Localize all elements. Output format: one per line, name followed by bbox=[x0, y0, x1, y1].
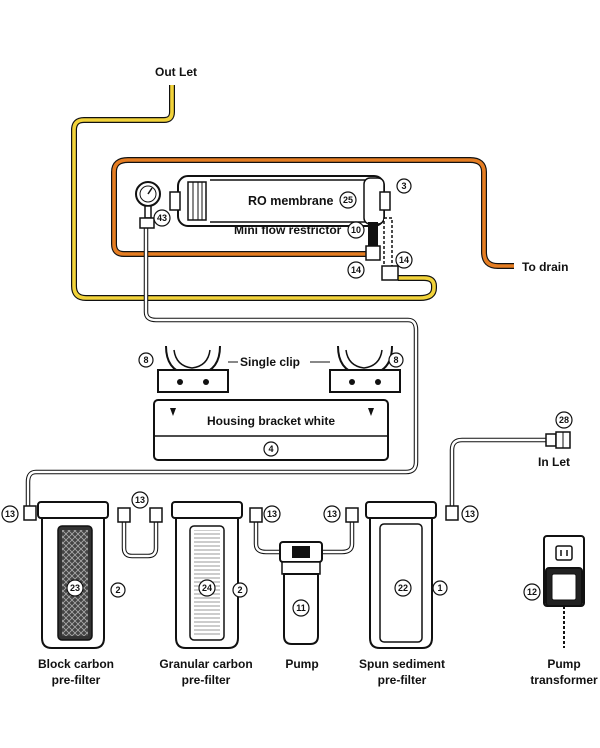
svg-text:14: 14 bbox=[399, 255, 409, 265]
outlet-tube bbox=[71, 85, 437, 301]
svg-text:22: 22 bbox=[398, 583, 408, 593]
inlet-tube bbox=[449, 437, 548, 508]
svg-text:12: 12 bbox=[527, 587, 537, 597]
feed-tube bbox=[25, 228, 419, 508]
label-granular-carbon-2: pre-filter bbox=[182, 673, 231, 687]
callout-filter-granular: 24 bbox=[198, 579, 216, 597]
label-outlet: Out Let bbox=[155, 65, 197, 79]
callout-fitting-right-outer: 13 bbox=[461, 505, 479, 523]
svg-text:13: 13 bbox=[267, 509, 277, 519]
callout-clip-left: 8 bbox=[138, 352, 154, 368]
pump-transformer bbox=[545, 567, 583, 648]
fitting-right-outer bbox=[445, 505, 459, 521]
callout-filter-spun: 22 bbox=[394, 579, 412, 597]
svg-text:3: 3 bbox=[401, 181, 406, 191]
svg-text:2: 2 bbox=[115, 585, 120, 595]
callout-housing-granular: 2 bbox=[232, 582, 248, 598]
drain-tube bbox=[111, 157, 514, 269]
label-granular-carbon-1: Granular carbon bbox=[159, 657, 252, 671]
callout-bracket: 4 bbox=[263, 441, 279, 457]
callout-transformer: 12 bbox=[523, 583, 541, 601]
housing-bracket bbox=[153, 399, 389, 461]
tube-to-pump bbox=[253, 522, 280, 555]
label-housing-bracket: Housing bracket white bbox=[207, 414, 335, 428]
callout-restrictor: 10 bbox=[347, 221, 365, 239]
svg-text:10: 10 bbox=[351, 225, 361, 235]
svg-text:2: 2 bbox=[237, 585, 242, 595]
callout-gauge: 43 bbox=[153, 209, 171, 227]
callout-fitting-left-outer: 13 bbox=[1, 505, 19, 523]
callout-ro-cap: 3 bbox=[396, 178, 412, 194]
svg-text:11: 11 bbox=[296, 603, 306, 613]
callout-elbow-right: 14 bbox=[395, 251, 413, 269]
svg-text:13: 13 bbox=[465, 509, 475, 519]
svg-text:43: 43 bbox=[157, 213, 167, 223]
callout-ro-membrane: 25 bbox=[339, 191, 357, 209]
svg-text:8: 8 bbox=[393, 355, 398, 365]
label-pump: Pump bbox=[285, 657, 318, 671]
label-pump-transformer-1: Pump bbox=[547, 657, 580, 671]
inlet-valve bbox=[545, 431, 571, 449]
callout-fitting-mid-top: 13 bbox=[131, 491, 149, 509]
callout-pump: 11 bbox=[292, 599, 310, 617]
fitting-granular-out bbox=[249, 507, 263, 523]
single-clip-left bbox=[157, 345, 229, 393]
label-spun-sediment-2: pre-filter bbox=[378, 673, 427, 687]
pump-body bbox=[279, 541, 323, 645]
label-block-carbon-1: Block carbon bbox=[38, 657, 114, 671]
label-inlet: In Let bbox=[538, 455, 570, 469]
callout-housing-spun: 1 bbox=[432, 580, 448, 596]
callout-filter-block: 23 bbox=[66, 579, 84, 597]
svg-text:28: 28 bbox=[559, 415, 569, 425]
label-block-carbon-2: pre-filter bbox=[52, 673, 101, 687]
callout-clip-right: 8 bbox=[388, 352, 404, 368]
fitting-left-outer bbox=[23, 505, 37, 521]
svg-text:14: 14 bbox=[351, 265, 361, 275]
svg-text:25: 25 bbox=[343, 195, 353, 205]
housing-granular-carbon bbox=[171, 501, 243, 649]
u-tube-1 bbox=[121, 522, 159, 559]
svg-text:23: 23 bbox=[70, 583, 80, 593]
housing-spun-sediment bbox=[365, 501, 437, 649]
callout-inlet-valve: 28 bbox=[555, 411, 573, 429]
label-ro-membrane: RO membrane bbox=[248, 194, 333, 208]
single-clip-right bbox=[329, 345, 401, 393]
fitting-mid-top bbox=[117, 507, 163, 523]
callout-elbow-left: 14 bbox=[347, 261, 365, 279]
elbow-fitting-right bbox=[381, 217, 399, 281]
svg-text:24: 24 bbox=[202, 583, 212, 593]
label-single-clip: Single clip bbox=[240, 355, 300, 369]
svg-text:4: 4 bbox=[268, 444, 273, 454]
tube-from-pump bbox=[322, 522, 355, 555]
pressure-gauge bbox=[135, 181, 161, 229]
svg-text:1: 1 bbox=[437, 583, 442, 593]
callout-fitting-pump-in: 13 bbox=[323, 505, 341, 523]
svg-text:13: 13 bbox=[327, 509, 337, 519]
label-pump-transformer-2: transformer bbox=[530, 673, 598, 687]
fitting-spun-in bbox=[345, 507, 359, 523]
svg-text:13: 13 bbox=[135, 495, 145, 505]
ro-membrane-housing bbox=[169, 175, 391, 227]
svg-text:13: 13 bbox=[5, 509, 15, 519]
housing-block-carbon bbox=[37, 501, 109, 649]
svg-text:8: 8 bbox=[143, 355, 148, 365]
mini-flow-restrictor bbox=[365, 222, 381, 261]
callout-housing-block: 2 bbox=[110, 582, 126, 598]
label-spun-sediment-1: Spun sediment bbox=[359, 657, 445, 671]
callout-fitting-mid-right: 13 bbox=[263, 505, 281, 523]
label-mini-flow-restrictor: Mini flow restrictor bbox=[234, 223, 342, 237]
label-to-drain: To drain bbox=[522, 260, 568, 274]
